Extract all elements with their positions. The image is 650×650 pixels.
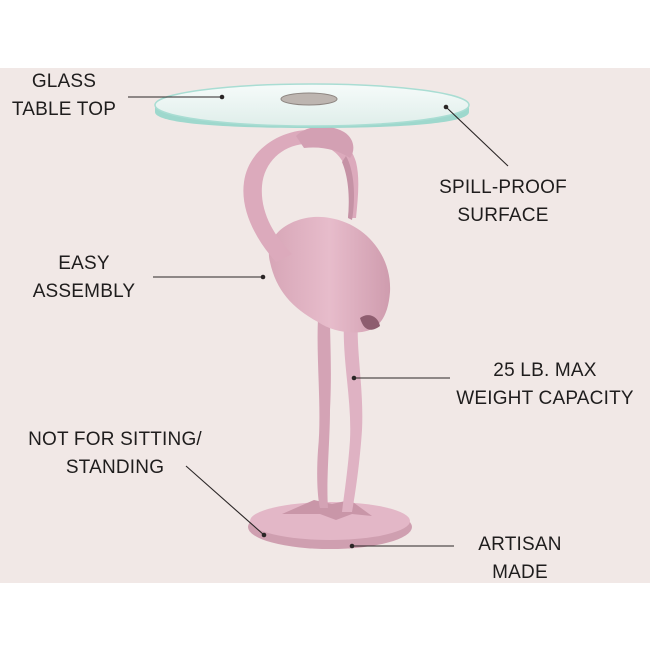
label-easy-assembly: EASY ASSEMBLY (16, 250, 152, 306)
label-not-for-sitting-standing: NOT FOR SITTING/ STANDING (4, 426, 226, 482)
label-glass-line-1: GLASS (31, 71, 97, 92)
glass-mount-plate (280, 92, 338, 106)
callout-dot-weight (351, 375, 357, 381)
callout-dot-sitting (261, 532, 267, 538)
label-assembly-line-2: ASSEMBLY (32, 281, 136, 302)
label-weight-line-2: WEIGHT CAPACITY (456, 388, 634, 409)
callout-line-spill (445, 106, 509, 167)
callout-dot-assembly (260, 274, 266, 280)
callout-dot-glass (219, 94, 225, 100)
label-glass-table-top: GLASS TABLE TOP (0, 68, 128, 124)
label-weight-line-1: 25 LB. MAX (493, 360, 597, 381)
label-artisan-line-1: ARTISAN (478, 534, 562, 555)
flamingo-tail-shadow (360, 315, 380, 330)
flamingo-leg-back (317, 318, 331, 508)
flamingo-head (296, 126, 354, 158)
label-glass-line-2: TABLE TOP (11, 99, 117, 120)
callout-dot-spill (443, 104, 449, 110)
label-spill-line-2: SURFACE (457, 205, 549, 226)
label-artisan-made: ARTISAN MADE (455, 531, 585, 587)
label-artisan-line-2: MADE (492, 562, 548, 583)
label-sitting-line-2: STANDING (65, 457, 165, 478)
label-max-weight-capacity: 25 LB. MAX WEIGHT CAPACITY (440, 357, 650, 413)
label-sitting-line-1: NOT FOR SITTING/ (28, 429, 202, 450)
flamingo-beak (342, 156, 354, 220)
callout-line-sitting (185, 465, 265, 536)
label-spill-proof-surface: SPILL-PROOF SURFACE (428, 174, 578, 230)
label-spill-line-1: SPILL-PROOF (439, 177, 567, 198)
flamingo-neck (243, 129, 359, 262)
flamingo-leg-front (342, 320, 363, 512)
label-assembly-line-1: EASY (58, 253, 110, 274)
flamingo-body (268, 216, 391, 333)
callout-dot-artisan (349, 543, 355, 549)
